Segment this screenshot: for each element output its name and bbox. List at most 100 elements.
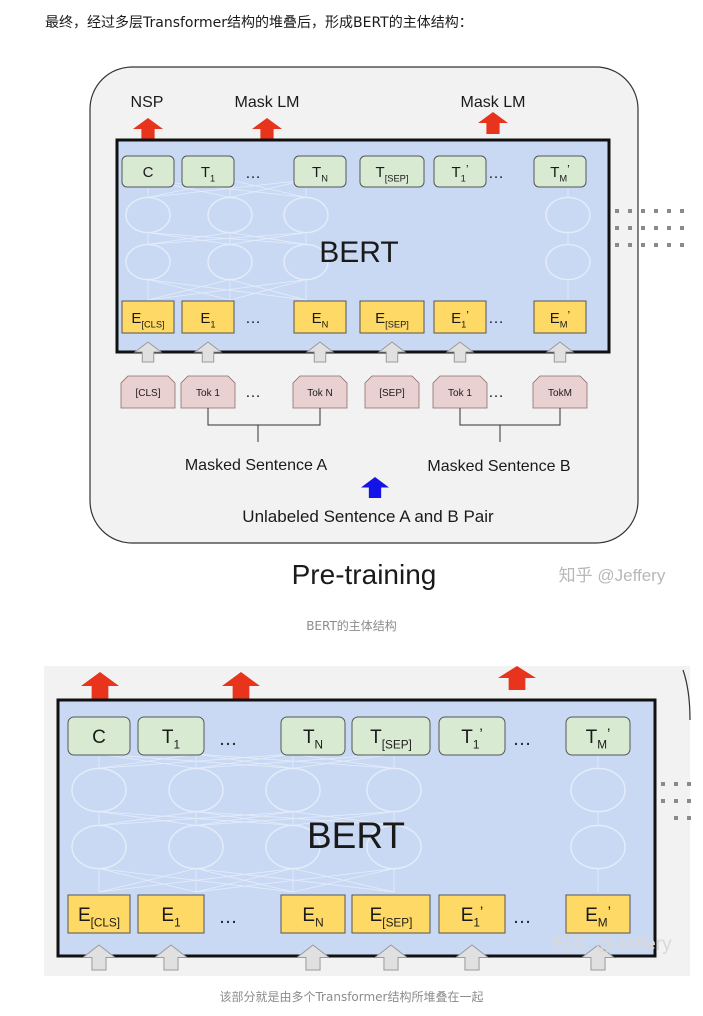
dot [628,243,632,247]
sentence-a-label: Masked Sentence A [185,457,328,474]
input-token-label: [SEP] [379,388,405,399]
watermark: 知乎 @Jeffery [559,566,666,585]
panel-edge [682,669,691,721]
mask-lm-output-arrow [478,112,508,134]
dot [661,782,665,786]
embedding-label: EN [312,310,329,330]
embedding-arrow [373,944,409,971]
hidden-node [366,767,422,813]
input-token-label: Tok 1 [448,388,472,399]
mask-lm-label: Mask LM [461,94,526,111]
embedding-label: E[CLS] [131,310,164,330]
attention-line [195,811,294,826]
output-token-label: T1’ [461,725,483,751]
attention-line [229,279,307,301]
nsp-label: NSP [131,94,164,111]
ellipsis: … [245,310,261,327]
nsp-output-arrow [133,118,163,140]
mask-lm-label: Mask LM [235,94,300,111]
hidden-node [71,824,127,870]
attention-line [195,811,395,826]
attention-line [229,232,307,245]
dot [654,226,658,230]
output-token-label: TN [303,727,323,752]
hidden-layers [71,753,626,893]
output-token-box [181,155,235,188]
ellipsis: … [513,729,532,750]
output-token-label: C [143,164,154,181]
attention-line [292,868,395,893]
output-token-box [280,716,346,756]
ellipsis: … [245,384,261,401]
embedding-label: E1’ [461,903,484,929]
embedding-label: E[SEP] [370,905,413,930]
embedding-arrow [295,944,331,971]
output-token-label: T[SEP] [370,727,412,752]
embedding-arrow [153,944,189,971]
attention-line [195,868,395,893]
output-token-label: T1 [201,164,215,184]
input-token-label: Tok N [307,388,333,399]
attention-line [98,868,197,893]
embedding-label: E[CLS] [78,905,120,930]
attention-line [147,279,307,301]
embedding-box [121,300,175,334]
embedding-box [433,300,487,334]
dot [674,799,678,803]
attention-line [98,868,294,893]
embedding-box [181,300,235,334]
stage-title: Pre-training [292,559,437,590]
input-token-label: TokM [548,388,572,399]
embedding-label: E1 [200,310,215,330]
embedding-box [67,894,131,934]
dot [680,226,684,230]
embedding-arrow [305,341,335,363]
dot [628,209,632,213]
dot [674,816,678,820]
attention-line [147,279,231,301]
bert-label: BERT [307,815,405,856]
sentence-a-bracket [207,408,321,442]
dot [615,243,619,247]
output-token-label: T[SEP] [376,164,409,184]
hidden-node [570,767,626,813]
embedding-arrow [81,944,117,971]
output-token-box [67,716,131,756]
input-token-label: [CLS] [135,388,160,399]
embedding-arrow [193,341,223,363]
embedding-box [359,300,425,334]
output-token-box [351,716,431,756]
mask-lm-output-arrow [252,118,282,140]
mask-lm-output-arrow [222,672,260,700]
embedding-box [438,894,506,934]
hidden-node [570,824,626,870]
attention-line [292,753,395,769]
attention-line [195,868,294,893]
attention-line [98,811,294,826]
intro-paragraph: 最终，经过多层Transformer结构的堆叠后，形成BERT的主体结构： [45,15,473,31]
ellipsis: … [488,384,504,401]
pair-label: Unlabeled Sentence A and B Pair [242,507,494,526]
output-token-label: TM’ [586,725,611,751]
input-token-box [364,375,420,409]
hidden-node [71,767,127,813]
embedding-box [293,300,347,334]
hidden-layers [125,179,591,301]
output-token-box [121,155,175,188]
dot [641,226,645,230]
output-token-box [433,155,487,188]
embedding-arrow [580,944,616,971]
continuation-dots [615,209,684,247]
ellipsis: … [488,165,504,182]
embedding-box [351,894,431,934]
hidden-node [265,767,321,813]
output-token-box [137,716,205,756]
input-token-box [120,375,176,409]
embedding-label: E[SEP] [375,310,409,330]
embedding-label: E1 [161,905,180,930]
attention-line [147,232,231,245]
output-token-box [293,155,347,188]
output-token-box [438,716,506,756]
